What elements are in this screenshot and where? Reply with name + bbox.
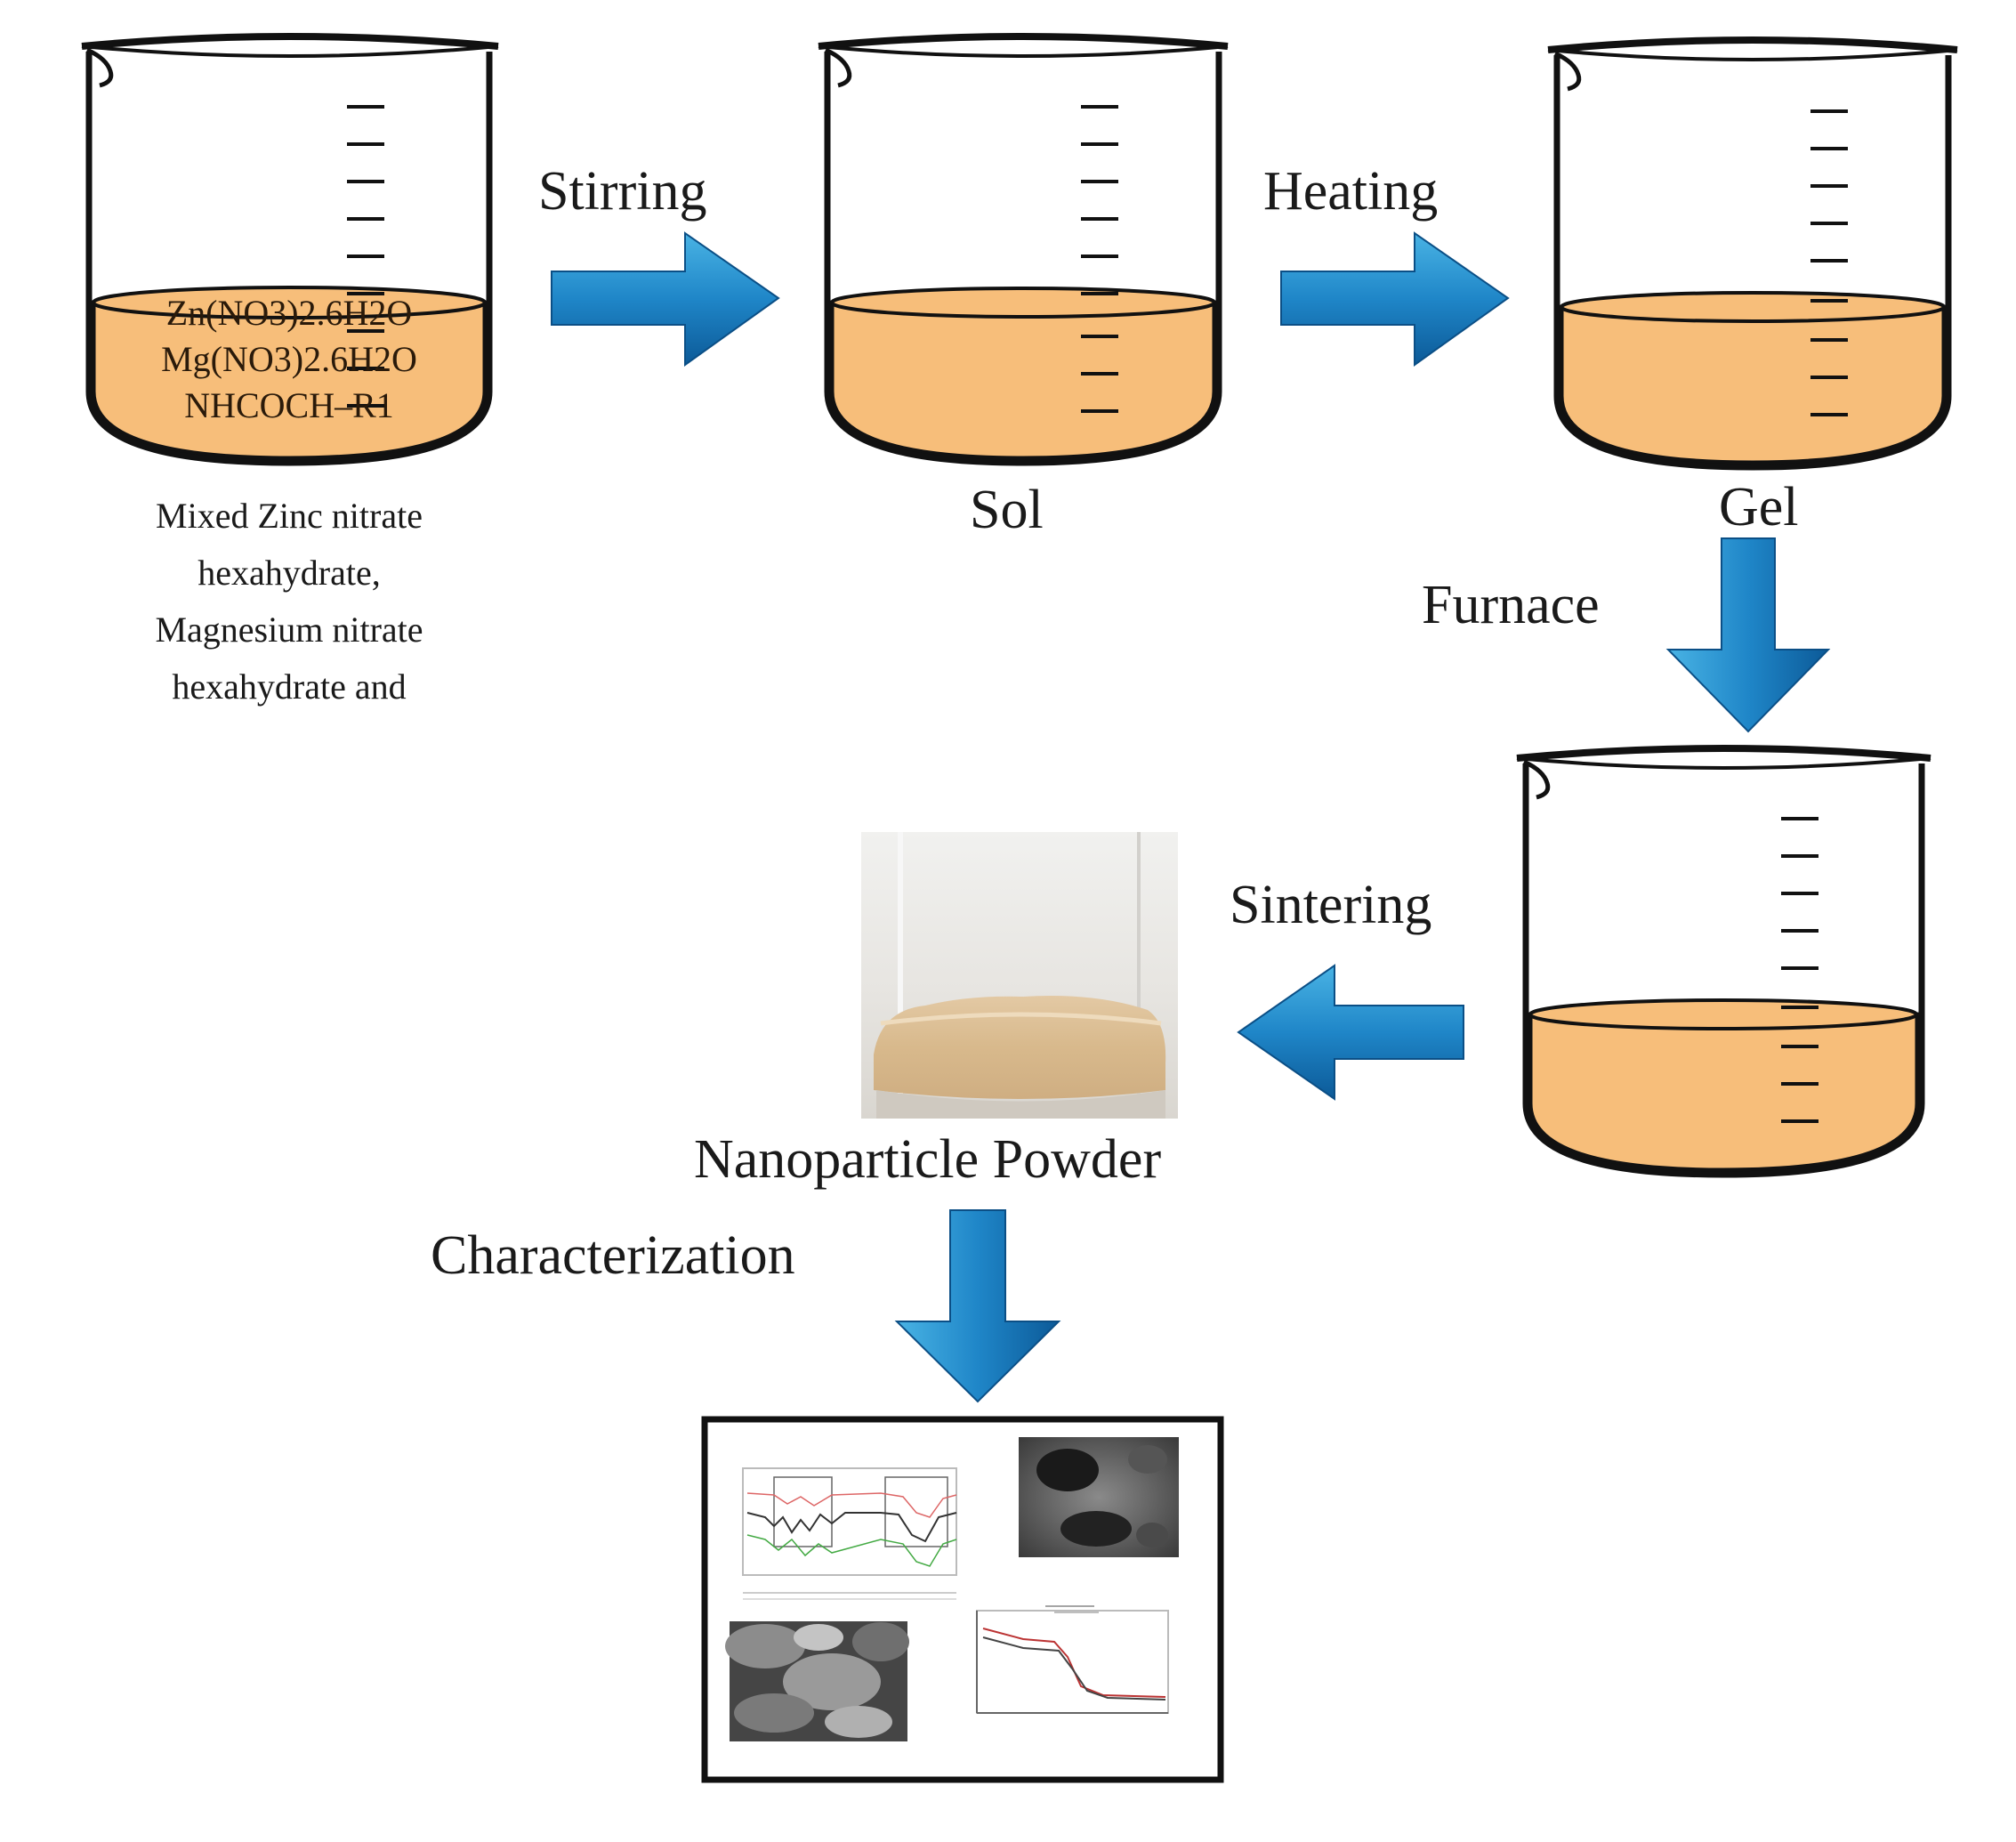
beaker-gel — [1547, 36, 1958, 471]
tga-plot — [976, 1605, 1169, 1714]
step-label-sintering: Sintering — [1230, 875, 1432, 935]
sem-image-porous — [1019, 1437, 1179, 1557]
label-gel: Gel — [1719, 477, 1799, 537]
arrow-down-furnace — [1665, 537, 1831, 733]
beaker-outline — [85, 52, 493, 466]
label-nanoparticle-powder: Nanoparticle Powder — [694, 1129, 1162, 1190]
caption-line: Mixed Zinc nitrate — [156, 496, 423, 536]
powder-photo — [861, 832, 1178, 1119]
step-label-characterization: Characterization — [431, 1225, 795, 1286]
formula-amide: NHCOCH–R1 — [184, 385, 394, 425]
arrow-right-stirring — [551, 231, 780, 367]
formula-magnesium-nitrate: Mg(NO3)2.6H2O — [161, 339, 417, 379]
step-label-furnace: Furnace — [1422, 575, 1600, 635]
step-label-stirring: Stirring — [538, 161, 707, 222]
label-sol: Sol — [970, 480, 1044, 540]
arrow-right-heating — [1280, 231, 1510, 367]
characterization-results — [701, 1416, 1224, 1783]
graduation-marks — [347, 105, 384, 408]
caption-line: Magnesium nitrate — [155, 610, 423, 650]
caption-line: hexahydrate and — [172, 667, 407, 707]
formula-zinc-nitrate: Zn(NO3)2.6H2O — [165, 293, 413, 333]
beaker-spout — [85, 47, 114, 88]
arrow-left-sintering — [1237, 964, 1464, 1101]
ftir-plot — [742, 1467, 957, 1600]
step-label-heating: Heating — [1263, 161, 1439, 222]
caption-line: hexahydrate, — [198, 553, 381, 593]
precursor-caption: Mixed Zinc nitrate hexahydrate, Magnesiu… — [98, 488, 480, 715]
sem-image-grains — [725, 1621, 909, 1741]
beaker-precursors — [81, 33, 499, 466]
beaker-calcined — [1516, 745, 1931, 1178]
beaker-formula-list: Zn(NO3)2.6H2O Mg(NO3)2.6H2O NHCOCH–R1 — [93, 290, 485, 429]
arrow-down-characterization — [894, 1209, 1061, 1403]
beaker-sol — [818, 33, 1229, 466]
